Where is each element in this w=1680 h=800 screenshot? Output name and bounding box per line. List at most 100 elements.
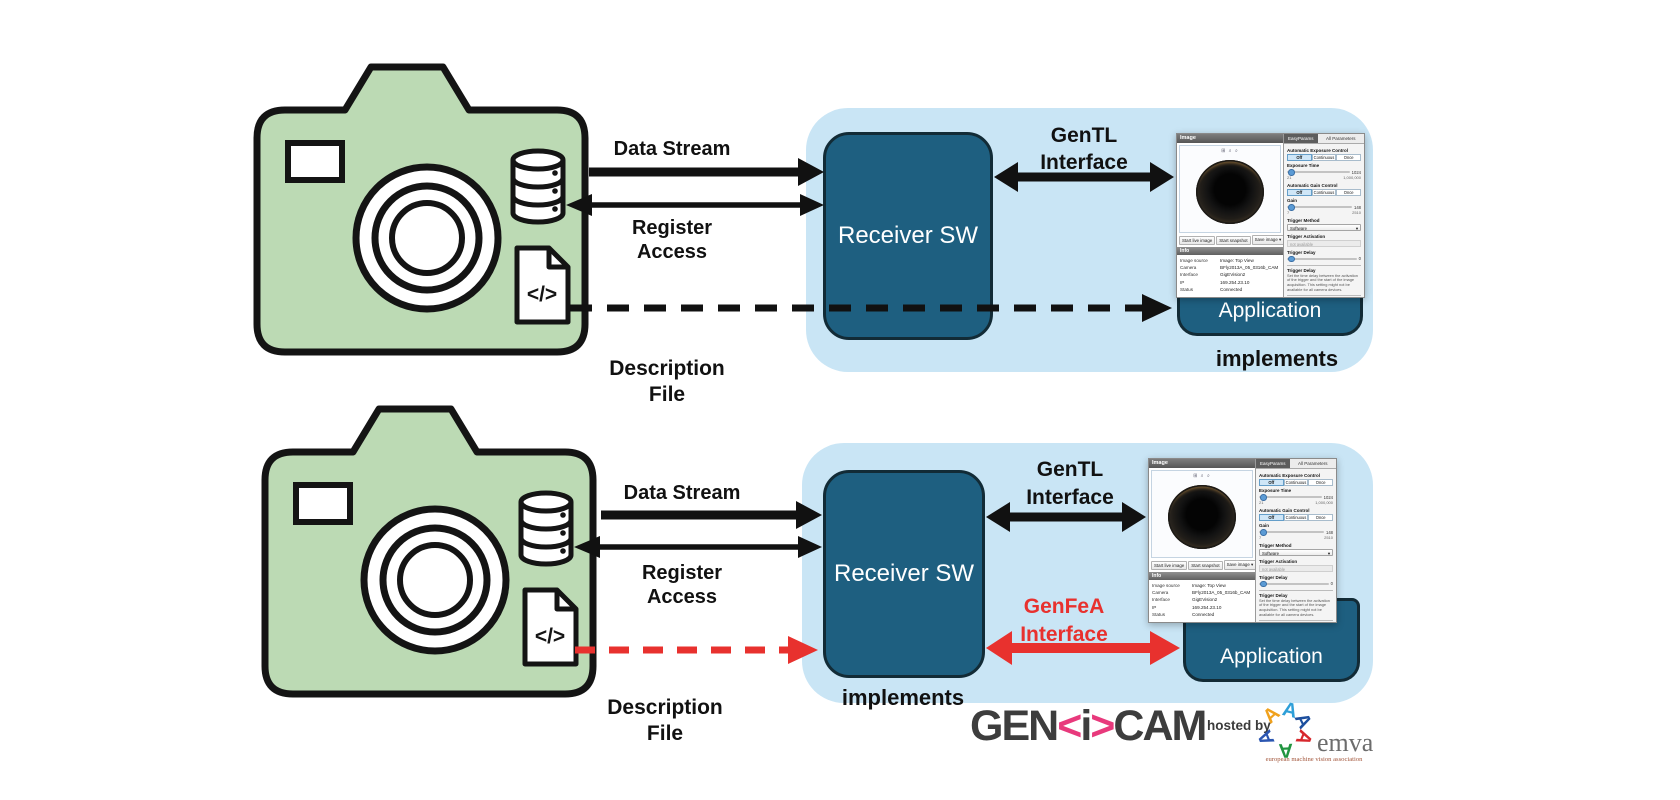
- trigger-delay-label: Trigger Delay: [1259, 574, 1288, 580]
- access-label-top: Access: [636, 241, 708, 263]
- seg-once: Once: [1336, 188, 1362, 196]
- info-value: Connected: [1192, 611, 1215, 617]
- tab-easyparams: EasyParams: [1284, 134, 1318, 143]
- auto-gain-label: Automatic Gain Control: [1259, 507, 1310, 513]
- seg-continuous: Continuous: [1311, 188, 1337, 196]
- emva-tagline: european machine vision association: [1265, 756, 1363, 763]
- info-value: GigEVision2: [1220, 272, 1246, 278]
- tab-easyparams: EasyParams: [1256, 459, 1290, 468]
- trigger-delay-slider: 0: [1259, 580, 1333, 588]
- info-label: Camera: [1152, 590, 1169, 596]
- gentl-label-bottom-1: GenTL: [1036, 458, 1104, 481]
- image-panel-titlebar: Image: [1149, 459, 1255, 468]
- info-label: Interface: [1152, 597, 1170, 603]
- seg-continuous: Continuous: [1283, 513, 1309, 521]
- lens-photo: [1168, 485, 1236, 550]
- gain-slider: 148: [1259, 529, 1333, 536]
- data-stream-label-bottom: Data Stream: [623, 482, 741, 504]
- image-view-area: ⊞ ⌕ ⌕: [1179, 145, 1281, 233]
- info-value: Image: Top View: [1192, 583, 1226, 588]
- save-image-button: Save image ▾: [1223, 560, 1257, 570]
- gain-mode-segmented: Off Continuous Once: [1259, 513, 1334, 521]
- gain-label: Gain: [1259, 523, 1270, 528]
- info-value: BFly2013A_05_0316b_CAM: [1192, 590, 1251, 596]
- implements-label-top: implements: [1215, 346, 1339, 371]
- gain-min: 7: [1259, 535, 1262, 540]
- data-stream-arrow-top: [589, 158, 824, 186]
- description-file-icon: </>: [522, 587, 579, 667]
- logo-bracket-right: >: [1090, 702, 1115, 750]
- image-panel-titlebar: Image: [1177, 134, 1283, 143]
- auto-exposure-label: Automatic Exposure Control: [1287, 147, 1349, 153]
- lens-inner: [397, 542, 473, 618]
- logo-i: i: [1080, 702, 1092, 750]
- trigger-delay-help-title: Trigger Delay: [1287, 264, 1361, 273]
- trigger-delay-help-text: Set the time delay between the activatio…: [1287, 272, 1358, 292]
- logo-gen: GEN: [970, 702, 1059, 750]
- trigger-activation-field: not available: [1287, 239, 1361, 247]
- info-label: Status: [1180, 286, 1194, 292]
- trigger-method-label: Trigger Method: [1287, 217, 1320, 223]
- camera-icon-top: </>: [253, 63, 589, 356]
- info-value: Image: Top View: [1220, 258, 1254, 263]
- info-value: BFly2013A_05_0316b_CAM: [1220, 265, 1279, 271]
- trigger-activation-label: Trigger Activation: [1259, 558, 1298, 564]
- file-label-top: File: [648, 383, 686, 406]
- register-label-top: Register: [631, 217, 713, 239]
- seg-off: Off: [1287, 153, 1312, 161]
- chevron-down-icon: ▾: [1327, 550, 1330, 556]
- viewer-app-window-top: Image ⊞ ⌕ ⌕ Start live image Start snaps…: [1176, 133, 1365, 298]
- info-label: Image source: [1180, 258, 1208, 263]
- info-value: GigEVision2: [1192, 597, 1218, 603]
- file-label-bottom: File: [646, 722, 684, 745]
- gain-max: 2510: [1324, 535, 1333, 540]
- svg-text:A: A: [1278, 739, 1293, 761]
- gentl-label-bottom-2: Interface: [1026, 486, 1114, 509]
- parameters-panel: EasyParams All Parameters Automatic Expo…: [1255, 459, 1336, 622]
- trigger-delay-value: 0: [1358, 256, 1361, 261]
- receiver-sw-label: Receiver SW: [833, 560, 975, 587]
- trigger-delay-label: Trigger Delay: [1287, 249, 1316, 255]
- tab-all-parameters: All Parameters: [1289, 459, 1336, 468]
- data-stream-arrow-bottom: [601, 501, 822, 529]
- image-tools-icons: ⊞ ⌕ ⌕: [1193, 473, 1211, 479]
- parameter-set-row: Parameter Set Primary▾ ✓: [1259, 620, 1333, 622]
- svg-text:A: A: [1280, 698, 1299, 723]
- exposure-slider: 1024: [1287, 169, 1361, 176]
- description-label-bottom: Description: [607, 696, 723, 719]
- seg-once: Once: [1336, 153, 1362, 161]
- exposure-max: 1,000,000: [1343, 175, 1361, 180]
- viewer-app-window-bottom: Image ⊞ ⌕ ⌕ Start live image Start snaps…: [1148, 458, 1337, 623]
- parameters-panel: EasyParams All Parameters Automatic Expo…: [1283, 134, 1364, 297]
- auto-gain-label: Automatic Gain Control: [1287, 182, 1338, 188]
- logo-bracket-left: <: [1057, 702, 1082, 750]
- exposure-min: 21: [1259, 500, 1264, 505]
- info-label: IP: [1180, 279, 1185, 285]
- exposure-slider: 1024: [1259, 494, 1333, 501]
- gain-min: 7: [1287, 210, 1290, 215]
- chevron-down-icon: ▾: [1355, 225, 1358, 231]
- register-access-arrow-top: [566, 194, 824, 216]
- trigger-activation-field: not available: [1259, 564, 1333, 572]
- gain-mode-segmented: Off Continuous Once: [1287, 188, 1362, 196]
- seg-off: Off: [1287, 188, 1312, 196]
- description-file-arrow-bottom: [575, 636, 818, 664]
- image-toolbar: Start live image Start snapshot Save ima…: [1151, 560, 1257, 570]
- register-label-bottom: Register: [641, 562, 723, 584]
- genfea-label-2: Interface: [1020, 623, 1108, 646]
- trigger-method-select: Software▾: [1287, 223, 1361, 231]
- exposure-min: 21: [1287, 175, 1292, 180]
- code-glyph: </>: [527, 283, 557, 306]
- start-snapshot-button: Start snapshot: [1188, 560, 1223, 570]
- access-label-bottom: Access: [646, 586, 718, 608]
- info-panel-titlebar: Info: [1177, 247, 1283, 255]
- start-live-image-button: Start live image: [1179, 235, 1216, 245]
- trigger-delay-help-text: Set the time delay between the activatio…: [1259, 597, 1330, 617]
- info-label: Status: [1152, 611, 1166, 617]
- receiver-sw-box-bottom: Receiver SW: [823, 470, 985, 678]
- info-label: Image source: [1152, 583, 1180, 588]
- camera-icon-bottom: </>: [261, 405, 597, 698]
- gain-value: 148: [1354, 204, 1361, 210]
- svg-text:A: A: [1291, 727, 1317, 749]
